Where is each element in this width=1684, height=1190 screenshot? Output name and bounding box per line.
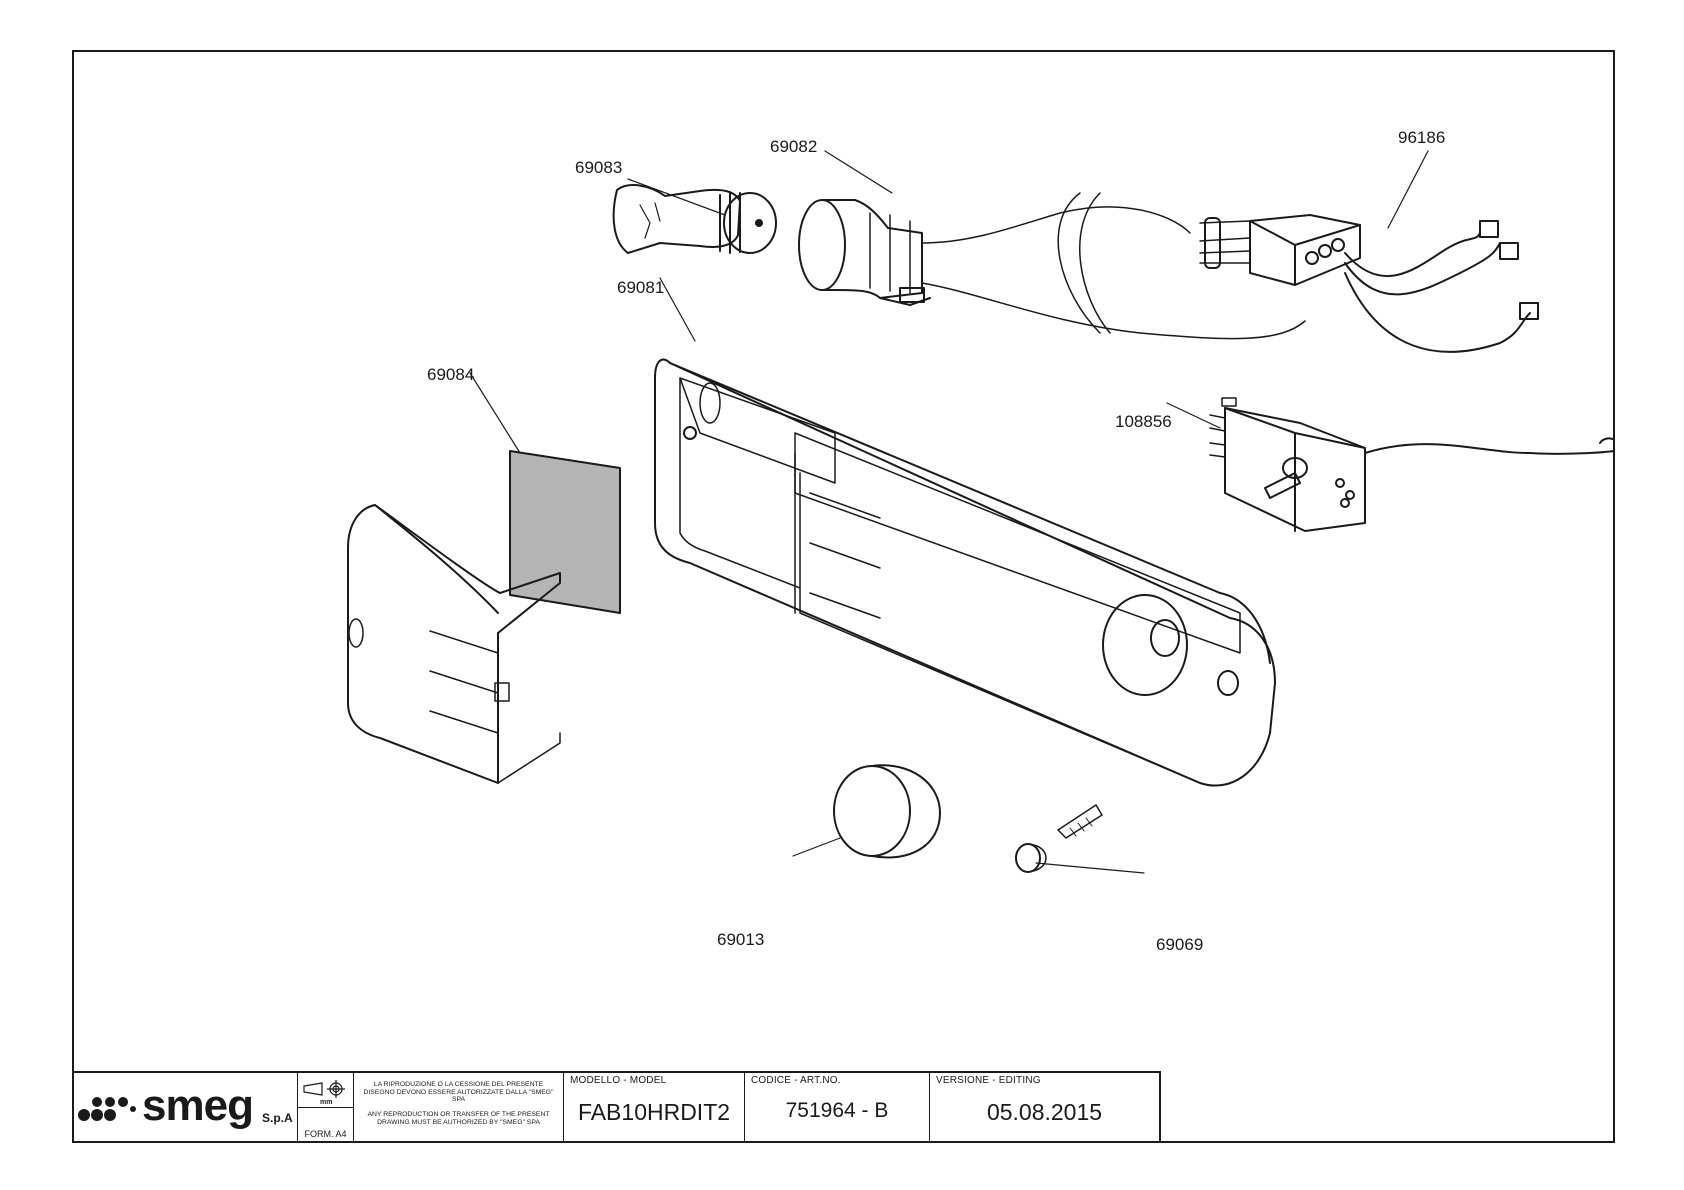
drawing-frame: [72, 50, 1615, 1143]
callout-69013: 69013: [717, 930, 764, 949]
notice-italian: LA RIPRODUZIONE O LA CESSIONE DEL PRESEN…: [363, 1081, 554, 1103]
part-bulb-69083: [612, 184, 777, 254]
version-cell: VERSIONE - EDITING 05.08.2015: [930, 1073, 1159, 1143]
callout-69084: 69084: [427, 365, 474, 384]
format-label: FORM. A4: [304, 1129, 347, 1139]
part-panel-69084: [509, 450, 621, 614]
notice-english: ANY REPRODUCTION OR TRANSFER OF THE PRES…: [367, 1111, 550, 1126]
part-cover: [347, 504, 561, 784]
code-cell: CODICE - ART.NO. 751964 - B: [745, 1073, 930, 1143]
callout-96186: 96186: [1398, 128, 1445, 147]
copyright-notice: LA RIPRODUZIONE O LA CESSIONE DEL PRESEN…: [354, 1073, 564, 1143]
callout-69069: 69069: [1156, 935, 1203, 954]
part-cap-69069: [1015, 843, 1047, 873]
part-housing-69081: [654, 358, 1276, 787]
version-label: VERSIONE - EDITING: [936, 1075, 1041, 1086]
callout-108856: 108856: [1115, 412, 1172, 431]
part-connector-96186: [1199, 214, 1539, 353]
callout-69082: 69082: [770, 137, 817, 156]
code-label: CODICE - ART.NO.: [751, 1075, 841, 1086]
smeg-logo-word: smeg: [142, 1081, 254, 1130]
leader-lines: [469, 150, 1429, 874]
part-lamp-holder-69082: [798, 199, 931, 306]
version-value: 05.08.2015: [986, 1099, 1103, 1125]
wiring-harness: [921, 192, 1306, 340]
callout-69083: 69083: [575, 158, 622, 177]
code-value: 751964 - B: [785, 1099, 889, 1122]
model-cell: MODELLO - MODEL FAB10HRDIT2: [564, 1073, 745, 1143]
title-block: smeg S.p.A mm FORM. A4 LA RIPRODUZIONE O…: [72, 1071, 1161, 1143]
part-screw: [1057, 804, 1103, 839]
exploded-parts-diagram: 69083 69082 96186 69081 69084 108856 690…: [347, 128, 1614, 954]
part-thermostat-108856: [1209, 397, 1614, 532]
callout-69081: 69081: [617, 278, 664, 297]
projection-cell: mm FORM. A4: [298, 1073, 354, 1143]
projection-unit: mm: [320, 1099, 332, 1106]
smeg-logo-suffix: S.p.A: [262, 1111, 293, 1125]
model-label: MODELLO - MODEL: [570, 1075, 667, 1086]
part-knob-69013: [833, 764, 941, 859]
projection-symbol-icon: mm: [303, 1080, 345, 1106]
logo-cell: smeg S.p.A: [72, 1073, 298, 1143]
model-value: FAB10HRDIT2: [577, 1099, 731, 1125]
smeg-logo-dots: [78, 1097, 136, 1121]
